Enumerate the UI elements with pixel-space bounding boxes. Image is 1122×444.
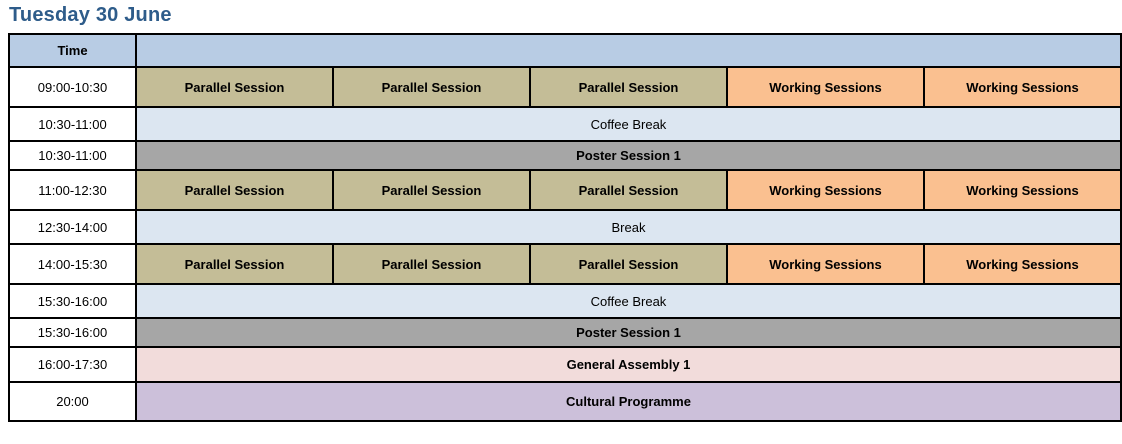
merged-event-cell: Poster Session 1 bbox=[135, 140, 1122, 171]
session-cell: Parallel Session bbox=[332, 169, 531, 211]
merged-event-cell: Poster Session 1 bbox=[135, 317, 1122, 348]
merged-event-cell: Cultural Programme bbox=[135, 381, 1122, 422]
time-cell: 15:30-16:00 bbox=[8, 317, 137, 348]
time-column-header: Time bbox=[8, 33, 137, 68]
session-cell: Parallel Session bbox=[135, 66, 334, 108]
session-cell: Working Sessions bbox=[726, 243, 925, 285]
session-cell: Parallel Session bbox=[135, 243, 334, 285]
time-cell: 12:30-14:00 bbox=[8, 209, 137, 245]
session-cell: Working Sessions bbox=[923, 243, 1122, 285]
time-cell: 14:00-15:30 bbox=[8, 243, 137, 285]
session-cell: Working Sessions bbox=[726, 66, 925, 108]
session-cell: Parallel Session bbox=[529, 243, 728, 285]
session-cell: Working Sessions bbox=[726, 169, 925, 211]
time-cell: 20:00 bbox=[8, 381, 137, 422]
time-cell: 10:30-11:00 bbox=[8, 106, 137, 142]
header-row: Time bbox=[8, 33, 1122, 68]
merged-event-cell: Coffee Break bbox=[135, 106, 1122, 142]
session-cell: Parallel Session bbox=[135, 169, 334, 211]
merged-event-cell: Break bbox=[135, 209, 1122, 245]
time-cell: 10:30-11:00 bbox=[8, 140, 137, 171]
time-cell: 15:30-16:00 bbox=[8, 283, 137, 319]
merged-event-cell: Coffee Break bbox=[135, 283, 1122, 319]
session-cell: Parallel Session bbox=[529, 66, 728, 108]
time-cell: 16:00-17:30 bbox=[8, 346, 137, 383]
time-cell: 09:00-10:30 bbox=[8, 66, 137, 108]
session-cell: Parallel Session bbox=[529, 169, 728, 211]
session-cell: Working Sessions bbox=[923, 169, 1122, 211]
merged-event-cell: General Assembly 1 bbox=[135, 346, 1122, 383]
time-cell: 11:00-12:30 bbox=[8, 169, 137, 211]
header-spacer-cell bbox=[135, 33, 1122, 68]
page-title: Tuesday 30 June bbox=[9, 4, 172, 26]
session-cell: Parallel Session bbox=[332, 243, 531, 285]
session-cell: Parallel Session bbox=[332, 66, 531, 108]
session-cell: Working Sessions bbox=[923, 66, 1122, 108]
